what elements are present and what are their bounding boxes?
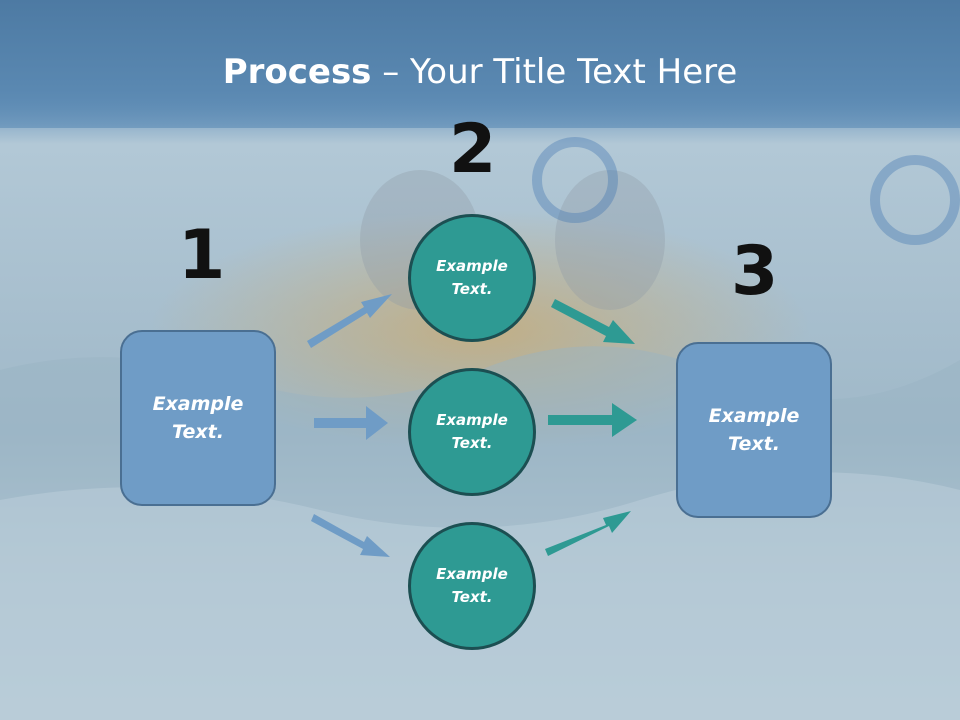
arrow-up-left: [307, 294, 392, 348]
step-box-3-line2: Text.: [728, 433, 780, 455]
step-circle-bottom: Example Text.: [408, 522, 536, 650]
step-box-1: Example Text.: [120, 330, 276, 506]
arrow-middle-right: [548, 403, 637, 437]
circle-bottom-line2: Text.: [451, 588, 493, 606]
title-bar: [0, 0, 960, 128]
arrow-middle-left: [314, 406, 388, 440]
arrow-up-right: [551, 299, 635, 344]
circle-middle-line1: Example: [436, 410, 508, 429]
step-box-1-line1: Example: [152, 392, 244, 415]
step-box-3-line1: Example: [708, 404, 800, 427]
step-box-3: Example Text.: [676, 342, 832, 518]
title-bold: Process: [222, 52, 372, 92]
title-rest: – Your Title Text Here: [371, 52, 738, 92]
circle-top-line2: Text.: [451, 280, 493, 298]
arrow-down-right: [545, 511, 631, 556]
step-box-1-line2: Text.: [172, 421, 224, 443]
step-number-3: 3: [731, 232, 779, 311]
circle-middle-line2: Text.: [451, 434, 493, 452]
circle-top-line1: Example: [436, 256, 508, 275]
step-circle-middle: Example Text.: [408, 368, 536, 496]
slide-title: Process – Your Title Text Here: [0, 52, 960, 92]
step-circle-top: Example Text.: [408, 214, 536, 342]
step-number-2: 2: [449, 110, 497, 189]
step-number-1: 1: [178, 216, 226, 295]
arrow-down-left: [311, 514, 390, 557]
circle-bottom-line1: Example: [436, 564, 508, 583]
